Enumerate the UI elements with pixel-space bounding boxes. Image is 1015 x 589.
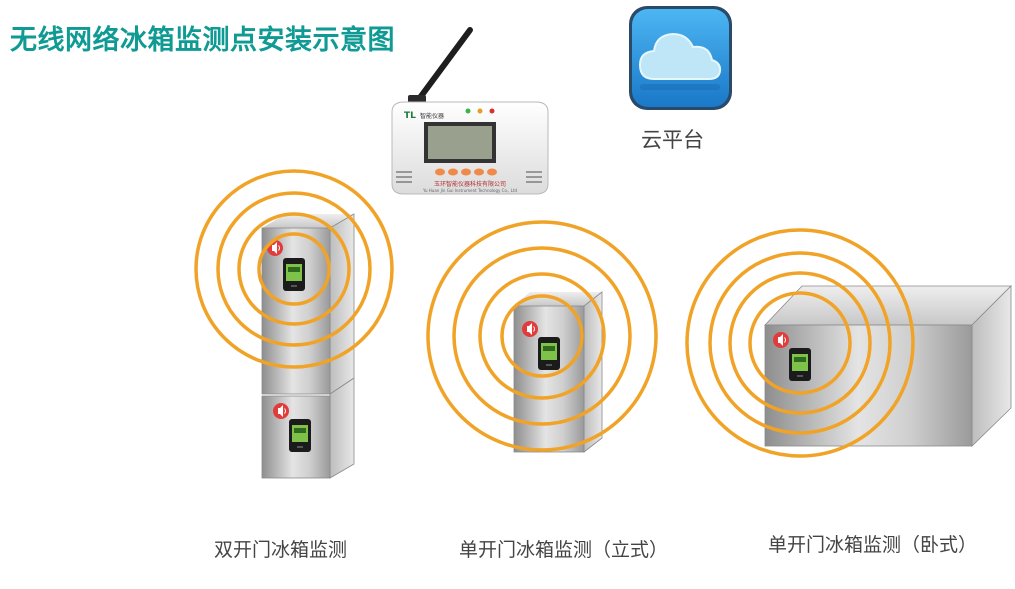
wireless-signal-rings <box>426 220 658 452</box>
fridge-single-chest <box>685 228 1012 458</box>
caption-single-upright: 单开门冰箱监测（立式） <box>459 539 669 561</box>
cloud-platform-label: 云平台 <box>641 128 704 152</box>
fridge-single-upright <box>426 220 658 453</box>
alarm-speaker-icon <box>772 331 790 349</box>
alarm-speaker-icon <box>521 320 539 338</box>
sensor-icon <box>789 348 811 381</box>
wireless-signal-rings <box>685 228 915 458</box>
page-title: 无线网络冰箱监测点安装示意图 <box>10 25 395 56</box>
gateway-company-en: Yu Huan Jin Gui Instrument Technology Co… <box>422 188 517 193</box>
svg-text:TL: TL <box>404 111 416 121</box>
fridge-double-door <box>194 169 394 479</box>
cloud-platform-icon <box>629 6 732 110</box>
sensor-icon <box>289 419 311 452</box>
caption-single-chest: 单开门冰箱监测（卧式） <box>768 534 978 556</box>
wireless-gateway: TL 智能仪器 玉环智能仪器科技有限公司 Yu Huan Jin Gui Ins… <box>391 27 549 195</box>
sensor-icon <box>538 337 560 370</box>
gateway-brand: 智能仪器 <box>420 112 444 120</box>
caption-double-door: 双开门冰箱监测 <box>214 539 348 561</box>
sensor-icon <box>283 258 305 291</box>
alarm-speaker-icon <box>272 402 290 420</box>
gateway-company-cn: 玉环智能仪器科技有限公司 <box>434 180 506 188</box>
wireless-signal-rings <box>194 169 394 369</box>
